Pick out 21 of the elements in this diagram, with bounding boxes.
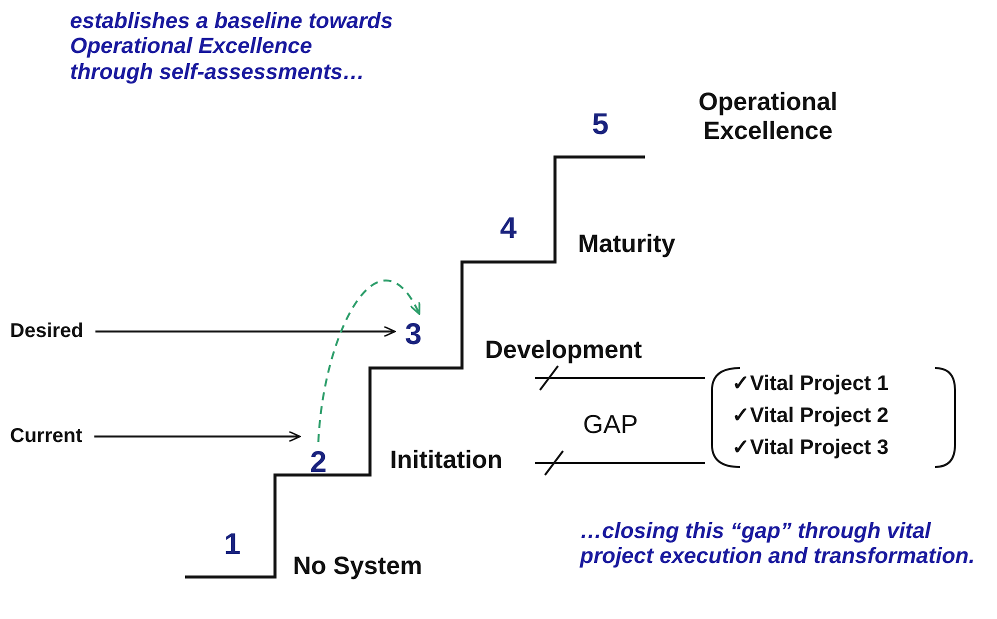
closing-text: …closing this “gap” through vital project execution and transformation. <box>580 518 976 569</box>
side-label: Current <box>10 425 82 448</box>
arrow <box>94 430 301 442</box>
step-number: 2 <box>310 446 327 480</box>
step-number: 3 <box>405 318 422 352</box>
checklist-item: ✓Vital Project 1 <box>732 372 889 396</box>
curved-arrow <box>317 280 420 442</box>
arrow <box>95 326 396 338</box>
checklist-item: ✓Vital Project 3 <box>732 436 889 460</box>
step-title: Inititation <box>390 446 502 475</box>
side-label: Desired <box>10 320 84 343</box>
step-title: No System <box>293 552 422 581</box>
step-title: Maturity <box>578 230 676 259</box>
step-number: 5 <box>592 108 609 142</box>
step-number: 1 <box>224 528 241 562</box>
intro-text: establishes a baseline towards Operational Excellence through self-assessments… <box>70 8 394 84</box>
checklist-item: ✓Vital Project 2 <box>732 404 889 428</box>
step-number: 4 <box>500 212 517 246</box>
gap-label: GAP <box>583 410 638 440</box>
step-title: Operational Excellence <box>698 88 838 146</box>
step-title: Development <box>485 336 642 365</box>
